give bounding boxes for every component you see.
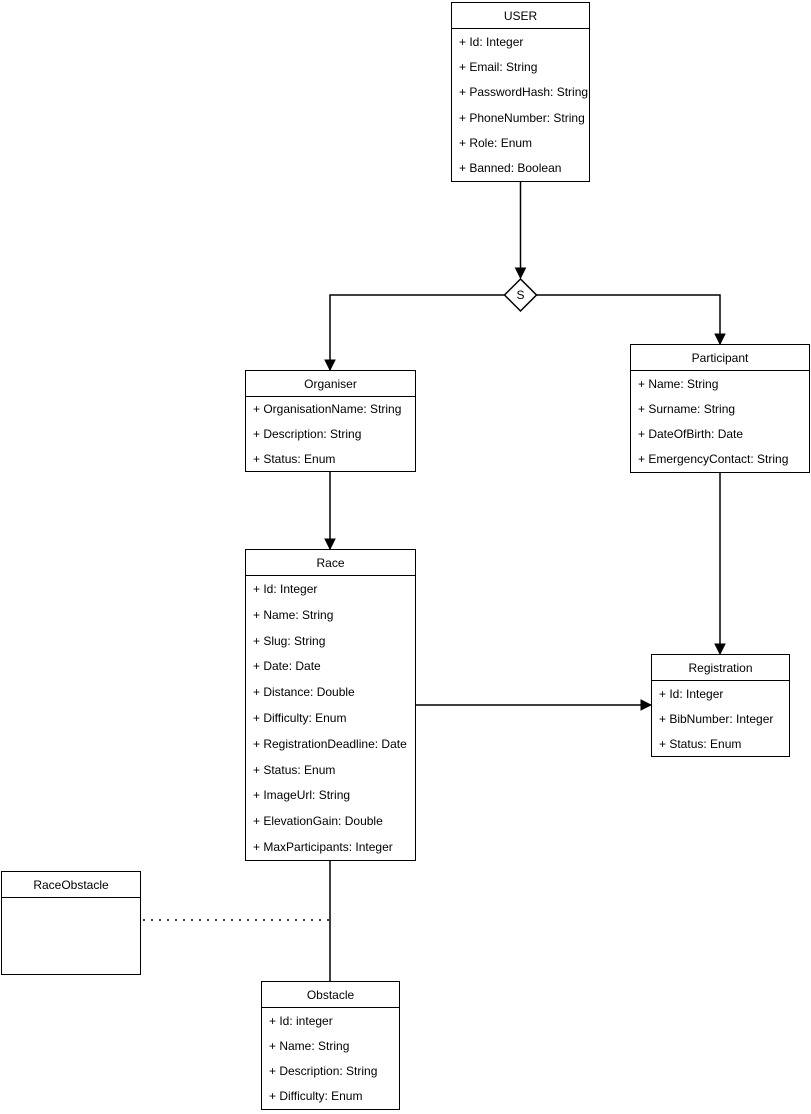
class-attribute: + Name: String [269, 1038, 350, 1053]
class-attribute: + Distance: Double [253, 685, 355, 700]
class-attribute: + Difficulty: Enum [253, 710, 347, 725]
class-title: RaceObstacle [2, 872, 140, 898]
class-attribute: + MaxParticipants: Integer [253, 840, 393, 855]
class-box-race: Race + Id: Integer + Name: String + Slug… [245, 549, 416, 861]
class-attribute: + ElevationGain: Double [253, 814, 383, 829]
class-title: Obstacle [262, 982, 399, 1008]
class-attribute: + RegistrationDeadline: Date [253, 736, 407, 751]
class-attribute: + EmergencyContact: String [638, 452, 789, 467]
class-attribute: + Slug: String [253, 633, 326, 648]
class-box-raceobstacle: RaceObstacle [1, 871, 141, 975]
class-attribute: + Description: String [253, 427, 362, 441]
specialization-label: S [516, 288, 525, 302]
class-attribute: + Banned: Boolean [459, 161, 562, 176]
specialization-diamond [503, 277, 538, 313]
class-title: Registration [652, 655, 789, 681]
class-attribute: + Status: Enum [253, 762, 336, 777]
class-box-organiser: Organiser + OrganisationName: String + D… [245, 370, 416, 472]
class-attribute: + Role: Enum [459, 135, 533, 150]
class-title: USER [452, 3, 589, 29]
class-title: Organiser [246, 371, 415, 397]
class-attribute: + Email: String [459, 59, 538, 74]
class-attribute: + Date: Date [253, 659, 321, 674]
class-attribute: + Status: Enum [253, 451, 336, 466]
class-attribute: + PhoneNumber: String [459, 110, 585, 125]
class-attribute: + Id: Integer [253, 581, 318, 596]
class-attribute: + PasswordHash: String [459, 85, 589, 100]
class-attribute: + DateOfBirth: Date [638, 427, 744, 442]
class-attribute: + Description: String [269, 1064, 378, 1079]
class-attribute: + BibNumber: Integer [659, 711, 774, 726]
class-attribute: + Id: integer [269, 1013, 333, 1028]
class-empty-body [2, 898, 140, 974]
class-attribute: + Surname: String [638, 401, 736, 416]
class-attribute: + Difficulty: Enum [269, 1089, 363, 1104]
class-attribute: + Name: String [253, 607, 334, 622]
class-attribute: + Status: Enum [659, 736, 742, 751]
edge-specialization-to-organiser [330, 294, 505, 370]
class-attribute: + Name: String [638, 376, 719, 391]
class-attribute: + Id: Integer [459, 34, 524, 49]
class-title: Participant [631, 345, 809, 371]
class-attribute: + Id: Integer [659, 686, 724, 701]
class-box-participant: Participant + Name: String + Surname: St… [630, 344, 810, 473]
class-box-user: USER + Id: Integer + Email: String + Pas… [451, 2, 590, 182]
class-box-obstacle: Obstacle + Id: integer + Name: String + … [261, 981, 400, 1110]
class-attribute: + OrganisationName: String [253, 402, 402, 417]
class-attribute: + ImageUrl: String [253, 788, 351, 803]
class-title: Race [246, 550, 415, 576]
class-box-registration: Registration + Id: Integer + BibNumber: … [651, 654, 790, 757]
edge-specialization-to-participant [536, 294, 721, 344]
